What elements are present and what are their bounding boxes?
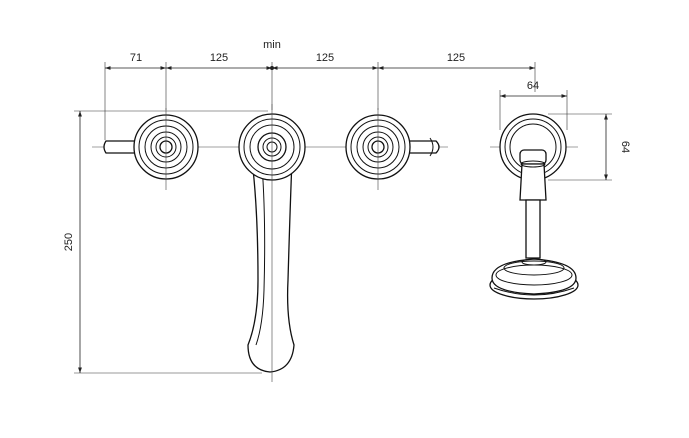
top-dimensions: min 71 125 125 125 [104, 39, 536, 140]
right-valve [345, 108, 440, 190]
dim-label-side-width: 64 [527, 80, 539, 92]
dim-label-side-height: 64 [619, 141, 631, 153]
dim-label-height: 250 [63, 233, 75, 251]
height-dimension: 250 [63, 110, 268, 374]
dim-label-top-2: 125 [210, 52, 228, 64]
dim-label-top-4: 125 [447, 52, 465, 64]
center-spout [238, 104, 306, 382]
dim-label-min: min [263, 39, 281, 51]
side-view-dimensions: 64 64 [499, 80, 631, 181]
dim-label-top-1: 71 [130, 52, 142, 64]
left-valve [103, 108, 199, 190]
side-view [489, 113, 579, 300]
dim-label-top-3: 125 [316, 52, 334, 64]
